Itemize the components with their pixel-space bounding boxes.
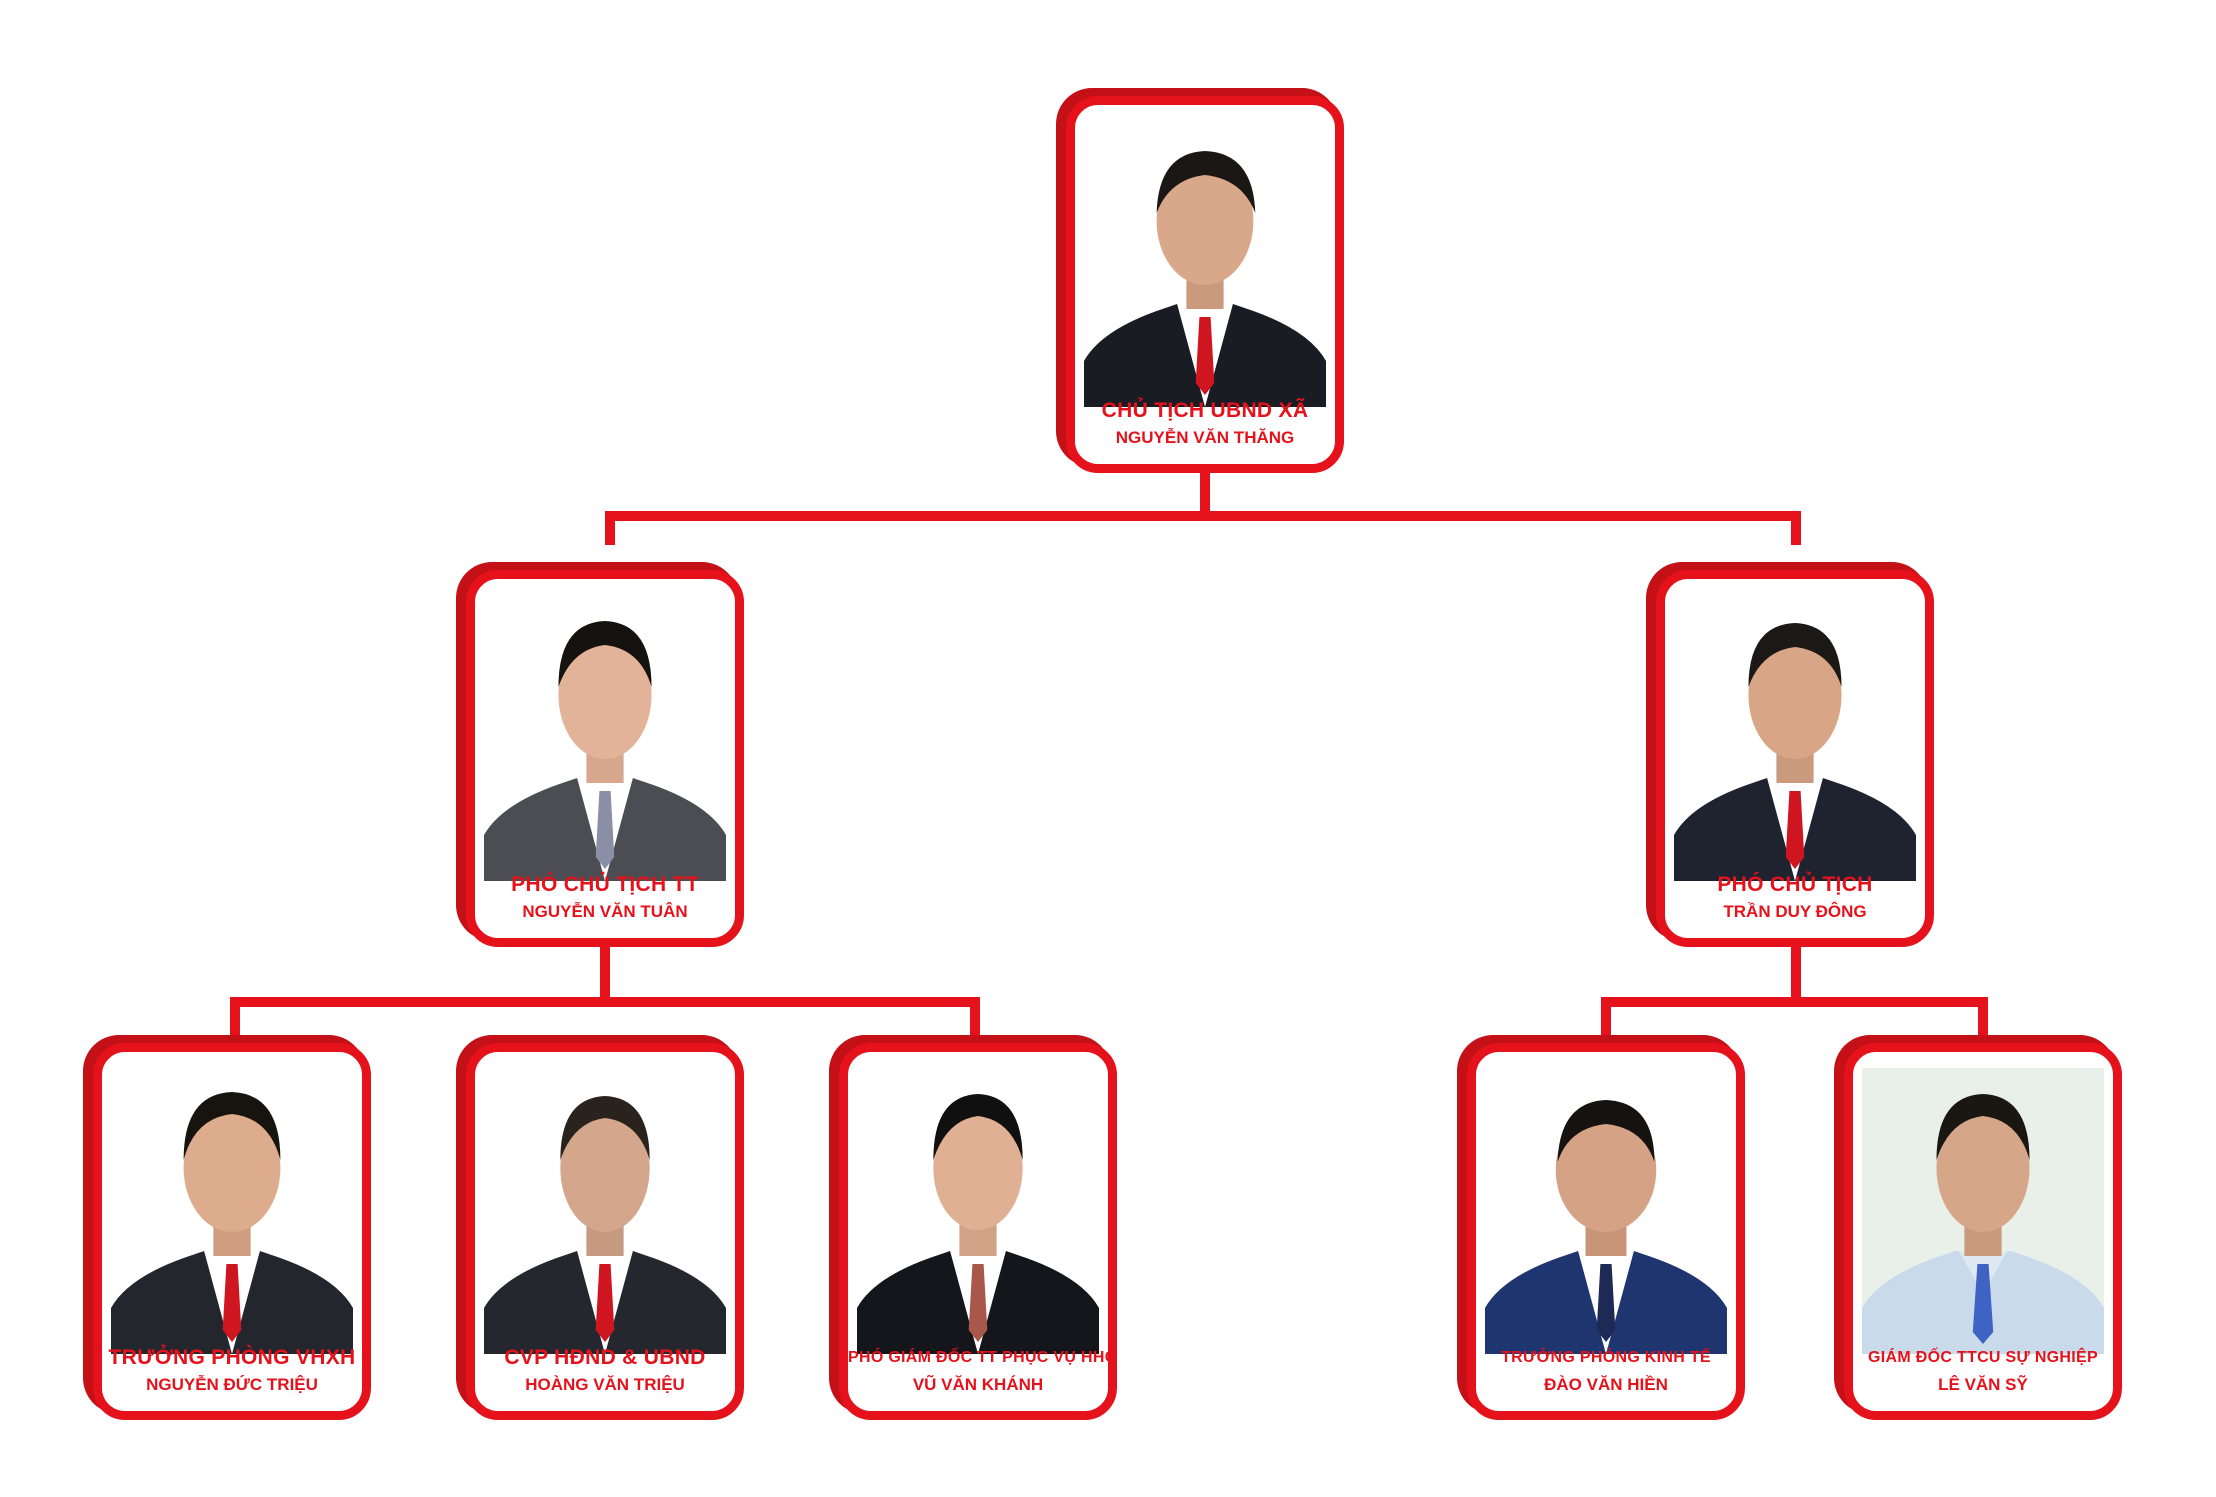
card-frame: PHÓ CHỦ TỊCH TT NGUYỄN VĂN TUÂN: [466, 570, 744, 947]
person-name: TRẦN DUY ĐÔNG: [1723, 902, 1867, 921]
person-name: NGUYỄN VĂN THĂNG: [1115, 428, 1295, 447]
role-label: TRƯỞNG PHÒNG KINH TẾ: [1501, 1349, 1711, 1366]
card-truong-phong-kinh-te[interactable]: TRƯỞNG PHÒNG KINH TẾ ĐÀO VĂN HIỀN: [1457, 1035, 1745, 1420]
card-caption: PHÓ CHỦ TỊCH TT NGUYỄN VĂN TUÂN: [475, 872, 735, 924]
portrait-photo: [1485, 1068, 1727, 1354]
portrait-photo: [484, 1068, 726, 1354]
person-name: LÊ VĂN SỸ: [1938, 1375, 2028, 1394]
role-label: CHỦ TỊCH UBND XÃ: [1101, 399, 1309, 422]
connector-vice-to-staff: [1601, 943, 1988, 1047]
card-caption: CHỦ TỊCH UBND XÃ NGUYỄN VĂN THĂNG: [1075, 398, 1335, 450]
portrait-photo: [1084, 121, 1326, 407]
card-frame: GIÁM ĐỐC TTCU SỰ NGHIỆP LÊ VĂN SỸ: [1844, 1043, 2122, 1420]
portrait-photo: [857, 1068, 1099, 1354]
card-frame: PHÓ GIÁM ĐỐC TT PHỤC VỤ HHC VŨ VĂN KHÁNH: [839, 1043, 1117, 1420]
card-giam-doc-ttcu[interactable]: GIÁM ĐỐC TTCU SỰ NGHIỆP LÊ VĂN SỸ: [1834, 1035, 2122, 1420]
role-label: GIÁM ĐỐC TTCU SỰ NGHIỆP: [1868, 1349, 2098, 1366]
card-frame: CVP HĐND & UBND HOÀNG VĂN TRIỆU: [466, 1043, 744, 1420]
person-name: NGUYỄN VĂN TUÂN: [522, 902, 688, 921]
card-pho-giam-doc-hhc[interactable]: PHÓ GIÁM ĐỐC TT PHỤC VỤ HHC VŨ VĂN KHÁNH: [829, 1035, 1117, 1420]
card-vice-chairman-tt[interactable]: PHÓ CHỦ TỊCH TT NGUYỄN VĂN TUÂN: [456, 562, 744, 947]
portrait-photo: [484, 595, 726, 881]
connector-vice-tt-to-staff: [230, 943, 980, 1047]
card-caption: PHÓ CHỦ TỊCH TRẦN DUY ĐÔNG: [1665, 872, 1925, 924]
card-frame: CHỦ TỊCH UBND XÃ NGUYỄN VĂN THĂNG: [1066, 96, 1344, 473]
role-label: TRƯỞNG PHÒNG VHXH: [108, 1346, 356, 1369]
role-label: CVP HĐND & UBND: [504, 1346, 706, 1369]
card-chairman[interactable]: CHỦ TỊCH UBND XÃ NGUYỄN VĂN THĂNG: [1056, 88, 1344, 473]
portrait-photo: [1674, 595, 1916, 881]
person-name: NGUYỄN ĐỨC TRIỆU: [146, 1375, 318, 1394]
card-truong-phong-vhxh[interactable]: TRƯỞNG PHÒNG VHXH NGUYỄN ĐỨC TRIỆU: [83, 1035, 371, 1420]
card-caption: GIÁM ĐỐC TTCU SỰ NGHIỆP LÊ VĂN SỸ: [1853, 1345, 2113, 1397]
card-caption: CVP HĐND & UBND HOÀNG VĂN TRIỆU: [475, 1345, 735, 1397]
card-frame: TRƯỞNG PHÒNG VHXH NGUYỄN ĐỨC TRIỆU: [93, 1043, 371, 1420]
role-label: PHÓ GIÁM ĐỐC TT PHỤC VỤ HHC: [848, 1349, 1117, 1366]
portrait-photo: [1862, 1068, 2104, 1354]
card-caption: TRƯỞNG PHÒNG KINH TẾ ĐÀO VĂN HIỀN: [1476, 1345, 1736, 1397]
role-label: PHÓ CHỦ TỊCH: [1717, 873, 1873, 896]
person-name: ĐÀO VĂN HIỀN: [1544, 1375, 1668, 1394]
card-caption: PHÓ GIÁM ĐỐC TT PHỤC VỤ HHC VŨ VĂN KHÁNH: [848, 1345, 1108, 1397]
person-name: HOÀNG VĂN TRIỆU: [525, 1375, 685, 1394]
card-caption: TRƯỞNG PHÒNG VHXH NGUYỄN ĐỨC TRIỆU: [102, 1345, 362, 1397]
portrait-photo: [111, 1068, 353, 1354]
connector-chairman-to-vices: [605, 467, 1801, 545]
card-frame: TRƯỞNG PHÒNG KINH TẾ ĐÀO VĂN HIỀN: [1467, 1043, 1745, 1420]
card-cvp-hdnd-ubnd[interactable]: CVP HĐND & UBND HOÀNG VĂN TRIỆU: [456, 1035, 744, 1420]
card-vice-chairman[interactable]: PHÓ CHỦ TỊCH TRẦN DUY ĐÔNG: [1646, 562, 1934, 947]
card-frame: PHÓ CHỦ TỊCH TRẦN DUY ĐÔNG: [1656, 570, 1934, 947]
role-label: PHÓ CHỦ TỊCH TT: [511, 873, 699, 896]
person-name: VŨ VĂN KHÁNH: [912, 1375, 1044, 1394]
